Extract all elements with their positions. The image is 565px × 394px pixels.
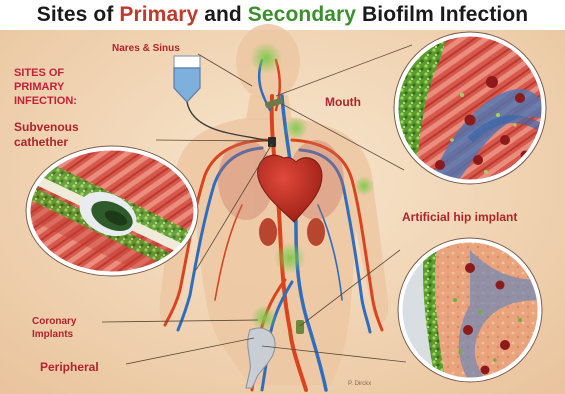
- title-part2: and: [198, 3, 248, 26]
- coronary-line-2: Implants: [32, 328, 76, 341]
- artist-credit: P. Dirckx: [348, 381, 371, 387]
- diagram-title: Sites of Primary and Secondary Biofilm I…: [0, 3, 565, 27]
- subvenous-catheter-label: Subvenous cathether: [14, 120, 79, 150]
- coronary-implants-label: Coronary Implants: [32, 315, 76, 341]
- subvenous-line-1: Subvenous: [14, 120, 79, 135]
- title-part1: Sites of: [37, 3, 120, 26]
- coronary-line-1: Coronary: [32, 315, 76, 328]
- peripheral-label: Peripheral: [40, 360, 99, 375]
- mouth-label: Mouth: [325, 95, 361, 110]
- section-heading: SITES OF PRIMARY INFECTION:: [14, 66, 77, 108]
- section-heading-line-2: PRIMARY: [14, 80, 77, 94]
- section-heading-line-3: INFECTION:: [14, 94, 77, 108]
- section-heading-line-1: SITES OF: [14, 66, 77, 80]
- hip-inset: [398, 238, 543, 383]
- nares-sinus-label: Nares & Sinus: [112, 42, 180, 55]
- title-primary: Primary: [119, 3, 198, 26]
- title-part3: Biofilm Infection: [356, 3, 528, 26]
- title-secondary: Secondary: [248, 3, 356, 26]
- hip-implant-label: Artificial hip implant: [402, 210, 517, 225]
- subvenous-line-2: cathether: [14, 135, 79, 150]
